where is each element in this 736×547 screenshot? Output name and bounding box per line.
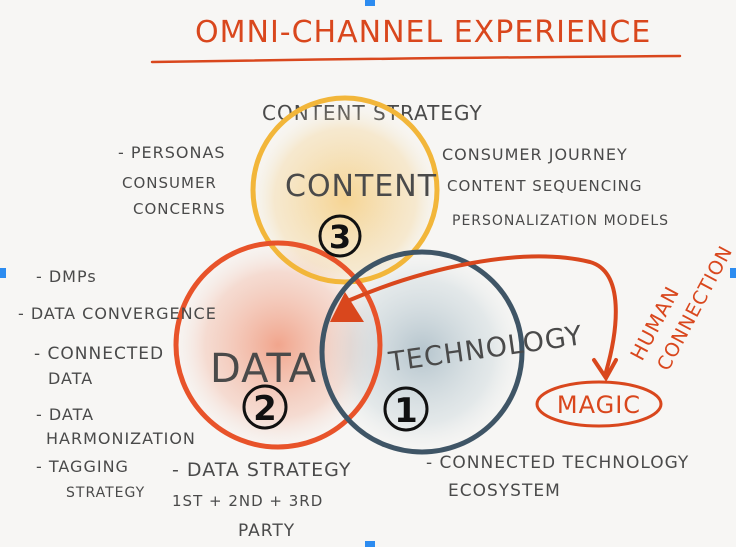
badge-3: 3 [329,218,351,256]
bottom-edge-marker [365,541,375,547]
data-note: - DATA [36,405,94,424]
badge-3-ring [318,214,362,258]
ecosystem-note: ECOSYSTEM [448,481,561,501]
party-note: PARTY [238,521,295,541]
content-circle [250,95,440,285]
magic-arrow [348,254,618,374]
dmps-note: - DMPs [36,267,97,286]
content-circle-fill [253,98,437,282]
badge-2: 2 [253,389,277,429]
tagging-strategy-note: STRATEGY [66,485,145,501]
consumer-note: CONSUMER [122,174,217,192]
connected-note: - CONNECTED [34,344,164,364]
connected-data-note: DATA [48,369,93,388]
harmonization-note: HARMONIZATION [46,429,196,448]
data-convergence-note: - DATA CONVERGENCE [18,304,217,323]
intersection-triangle [330,292,364,322]
left-edge-marker [0,268,6,278]
connected-technology-note: - CONNECTED TECHNOLOGY [426,453,689,473]
diagram-title: OMNI-CHANNEL EXPERIENCE [195,15,651,50]
data-label: DATA [210,346,317,392]
data-circle-fill [176,243,380,447]
journey-note: CONSUMER JOURNEY [442,145,628,164]
technology-circle [319,249,525,455]
badge-1-ring [383,386,429,432]
personalization-note: PERSONALIZATION MODELS [452,213,669,229]
top-edge-marker [365,0,375,6]
badge-2-ring [242,384,288,430]
badge-1: 1 [394,391,418,431]
data-strategy-note: - DATA STRATEGY [172,459,352,481]
party-sources-note: 1ST + 2ND + 3RD [172,492,323,510]
concerns-note: CONCERNS [133,200,226,218]
magic-outline [535,380,663,428]
right-edge-marker [730,268,736,278]
title-underline [150,54,682,64]
content-label: CONTENT [285,169,437,204]
sequencing-note: CONTENT SEQUENCING [447,177,643,195]
magic-arrowhead [592,358,618,382]
magic-label: MAGIC [557,391,641,419]
tagging-note: - TAGGING [36,457,129,476]
persona-note: - PERSONAS [118,143,226,162]
data-circle [173,240,383,450]
